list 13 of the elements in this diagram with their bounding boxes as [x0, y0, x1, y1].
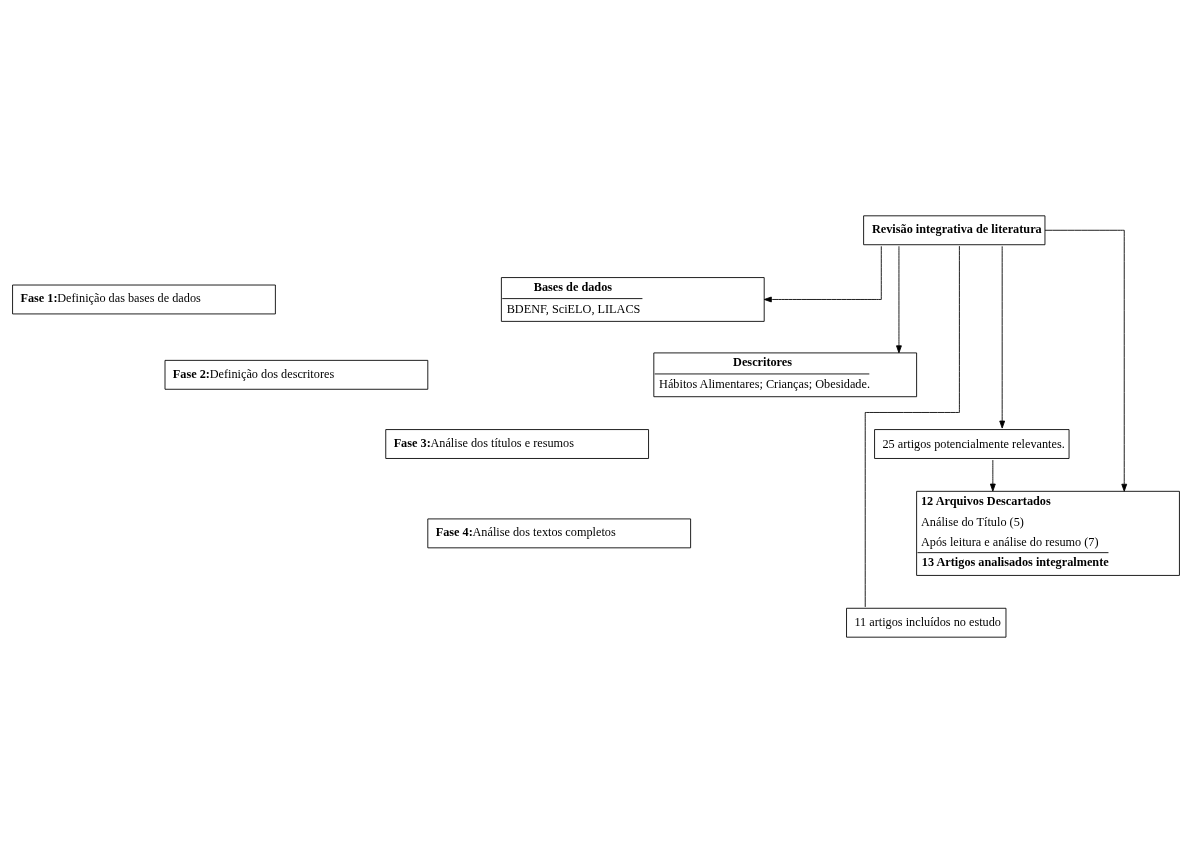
- arrow: [896, 245, 902, 353]
- node-box: Fase 3:Análise dos títulos e resumos: [385, 428, 649, 459]
- arrow: [989, 459, 996, 491]
- node-box: Fase 2:Definição dos descritores: [164, 359, 429, 390]
- node-box: Fase 1:Definição das bases de dados: [12, 284, 276, 314]
- connector: [864, 245, 960, 607]
- arrow: [1044, 229, 1128, 492]
- node-box: Fase 4:Análise dos textos completos: [427, 517, 692, 548]
- node-box: 11 artigos incluídos no estudo: [846, 607, 1007, 638]
- arrow: [763, 245, 882, 302]
- arrow: [999, 245, 1006, 428]
- node-box: Revisão integrativa de literatura: [863, 214, 1046, 245]
- node-box: 25 artigos potencialmente relevantes.: [874, 428, 1070, 459]
